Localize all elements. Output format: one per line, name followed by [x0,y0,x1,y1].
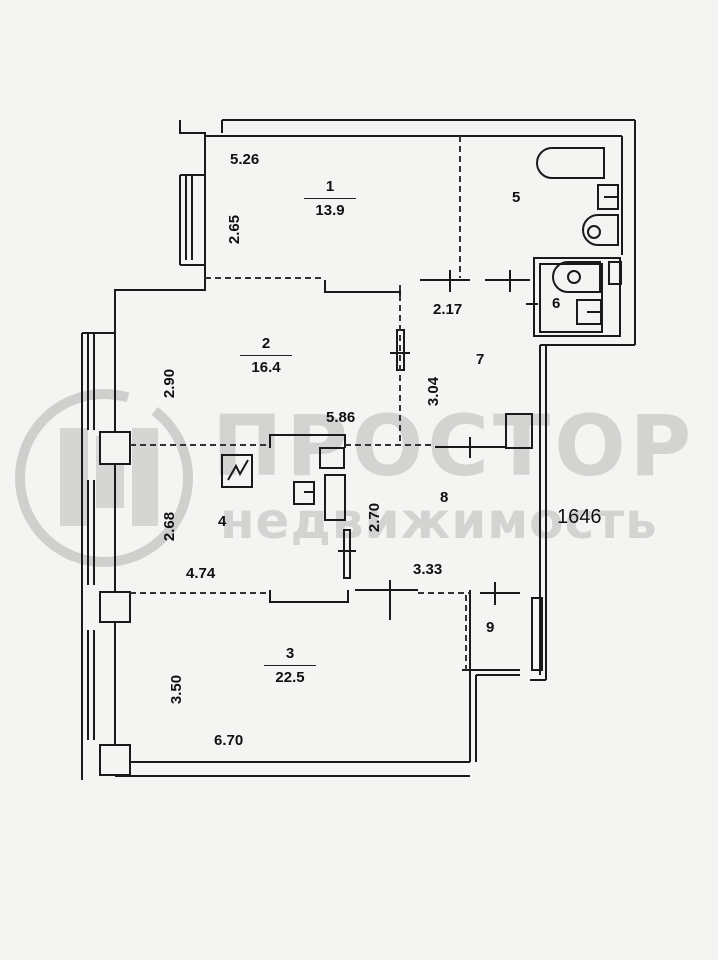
room-4-number: 4 [218,513,227,530]
room-9-number: 9 [486,619,495,636]
dim-room1-depth: 2.65 [226,214,244,245]
dim-room4-width: 4.74 [186,565,216,582]
room-5-number: 5 [512,189,521,206]
dim-corridor-width: 2.17 [433,301,463,318]
room-7-number: 7 [476,351,485,368]
dim-room2-depth: 2.90 [161,368,179,399]
dim-room3-depth: 3.50 [168,674,186,705]
room-6-number: 6 [552,295,561,312]
dim-room8-width: 3.33 [413,561,443,578]
watermark-subtitle: недвижимость [220,492,658,550]
dim-room4-depth: 2.68 [161,511,179,542]
dim-room8-depth: 2.70 [366,502,384,533]
room-8-number: 8 [440,489,449,506]
dim-room1-width: 5.26 [230,151,260,168]
dim-room2-width: 5.86 [326,409,356,426]
dim-room3-width: 6.70 [214,732,244,749]
dim-room7-depth: 3.04 [425,376,443,407]
apartment-code: 1646 [557,506,602,528]
